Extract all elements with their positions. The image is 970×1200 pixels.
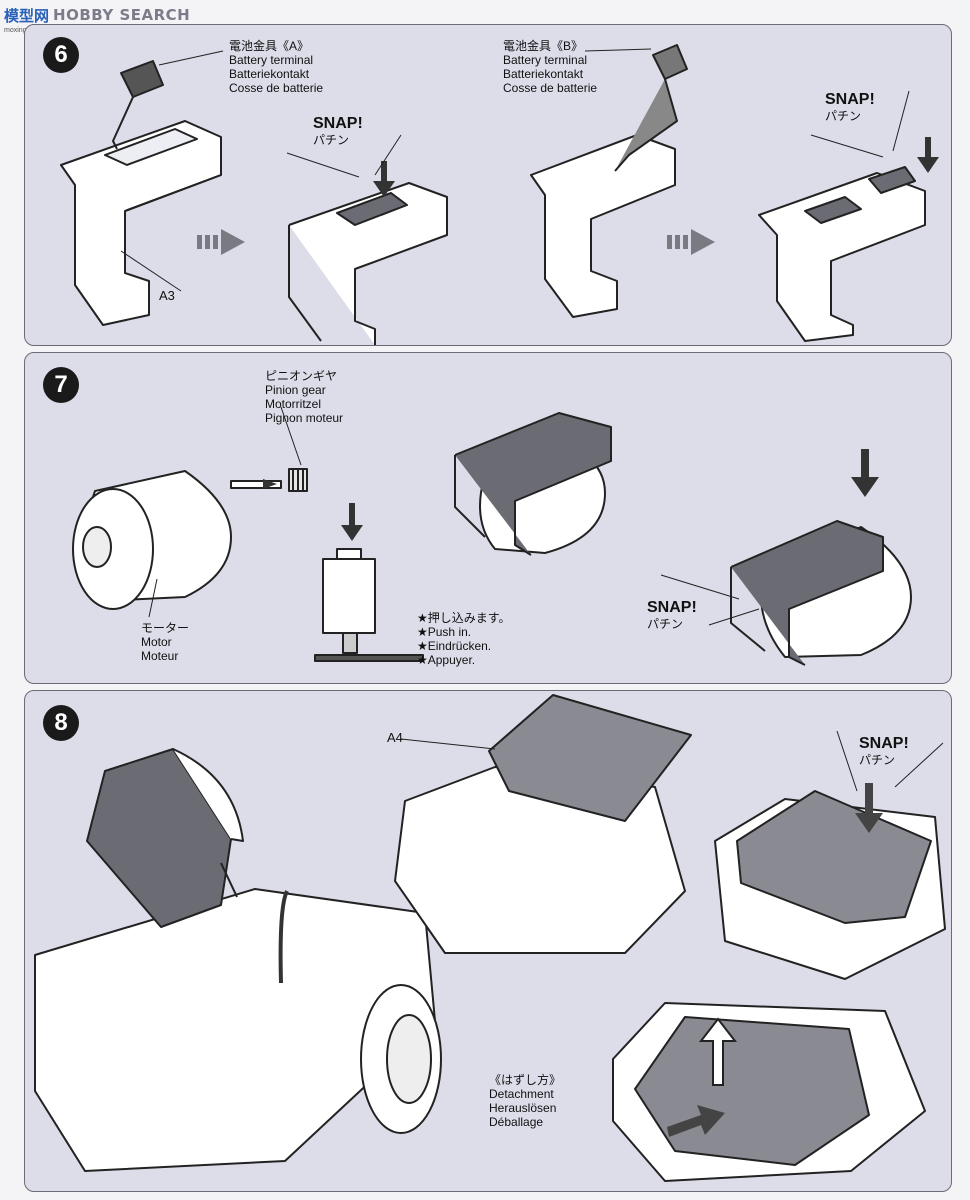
- step-6-snap-2: SNAP! パチン: [825, 91, 875, 123]
- terminal-a-jp: 電池金具《A》: [229, 39, 310, 53]
- motor-label: モーター Motor Moteur: [141, 621, 189, 663]
- watermark-sub: moxing.net: [4, 27, 39, 34]
- snap-jp-text: パチン: [825, 109, 862, 123]
- snap-jp-text: パチン: [647, 617, 684, 631]
- push-in-label: ★押し込みます。 ★Push in. ★Eindrücken. ★Appuyer…: [417, 611, 511, 667]
- push-jp: ★押し込みます。: [417, 611, 511, 625]
- terminal-b-label: 電池金具《B》 Battery terminal Batteriekontakt…: [503, 39, 597, 95]
- push-en: ★Push in.: [417, 625, 472, 639]
- pinion-de: Motorritzel: [265, 397, 322, 411]
- terminal-b-jp: 電池金具《B》: [503, 39, 584, 53]
- snap-jp-text: パチン: [859, 753, 896, 767]
- pinion-fr: Pignon moteur: [265, 411, 344, 425]
- terminal-b-de: Batteriekontakt: [503, 67, 584, 81]
- push-fr: ★Appuyer.: [417, 653, 476, 667]
- terminal-a-label: 電池金具《A》 Battery terminal Batteriekontakt…: [229, 39, 323, 95]
- motor-en: Motor: [141, 635, 172, 649]
- part-a3-label: A3: [159, 288, 175, 303]
- step-6-panel: 6 電池金具《A》 Battery terminal Batteriekonta…: [24, 24, 952, 346]
- pinion-en: Pinion gear: [265, 383, 326, 397]
- terminal-a-en: Battery terminal: [229, 53, 314, 67]
- watermark: 模型网 HOBBY SEARCH: [4, 4, 190, 26]
- detach-de: Herauslösen: [489, 1101, 557, 1115]
- terminal-a-de: Batteriekontakt: [229, 67, 310, 81]
- step-8-snap: SNAP! パチン: [859, 735, 909, 767]
- snap-text: SNAP!: [825, 91, 875, 108]
- terminal-b-fr: Cosse de batterie: [503, 81, 598, 95]
- motor-jp: モーター: [141, 621, 190, 635]
- detach-en: Detachment: [489, 1087, 554, 1101]
- step-7-panel: 7 ピニオンギヤ Pinion gear Motorritzel Pignon …: [24, 352, 952, 684]
- step-8-illustration: [34, 694, 946, 1182]
- step-8-panel: 8 A4 SNAP! パチン 《はずし方》 Detachment Herausl…: [24, 690, 952, 1192]
- watermark-text: HOBBY SEARCH: [53, 6, 191, 24]
- step-8-badge: 8: [43, 705, 79, 741]
- snap-text: SNAP!: [313, 115, 363, 132]
- step-7-snap: SNAP! パチン: [647, 599, 697, 631]
- push-de: ★Eindrücken.: [417, 639, 492, 653]
- part-a4-label: A4: [387, 730, 403, 745]
- snap-jp-text: パチン: [313, 133, 350, 147]
- step-6-snap-1: SNAP! パチン: [313, 115, 363, 147]
- step-7-illustration: [72, 406, 912, 666]
- step-7-badge: 7: [43, 367, 79, 403]
- snap-text: SNAP!: [647, 599, 697, 616]
- terminal-b-en: Battery terminal: [503, 53, 588, 67]
- pinion-jp: ピニオンギヤ: [265, 369, 338, 383]
- pinion-gear-label: ピニオンギヤ Pinion gear Motorritzel Pignon mo…: [265, 369, 343, 425]
- watermark-logo: 模型网: [4, 6, 50, 25]
- detach-jp: 《はずし方》: [489, 1073, 562, 1087]
- detachment-label: 《はずし方》 Detachment Herauslösen Déballage: [489, 1073, 561, 1129]
- step-6-illustration: [60, 44, 939, 345]
- detach-fr: Déballage: [489, 1115, 544, 1129]
- snap-text: SNAP!: [859, 735, 909, 752]
- step-6-badge: 6: [43, 37, 79, 73]
- motor-fr: Moteur: [141, 649, 179, 663]
- terminal-a-fr: Cosse de batterie: [229, 81, 324, 95]
